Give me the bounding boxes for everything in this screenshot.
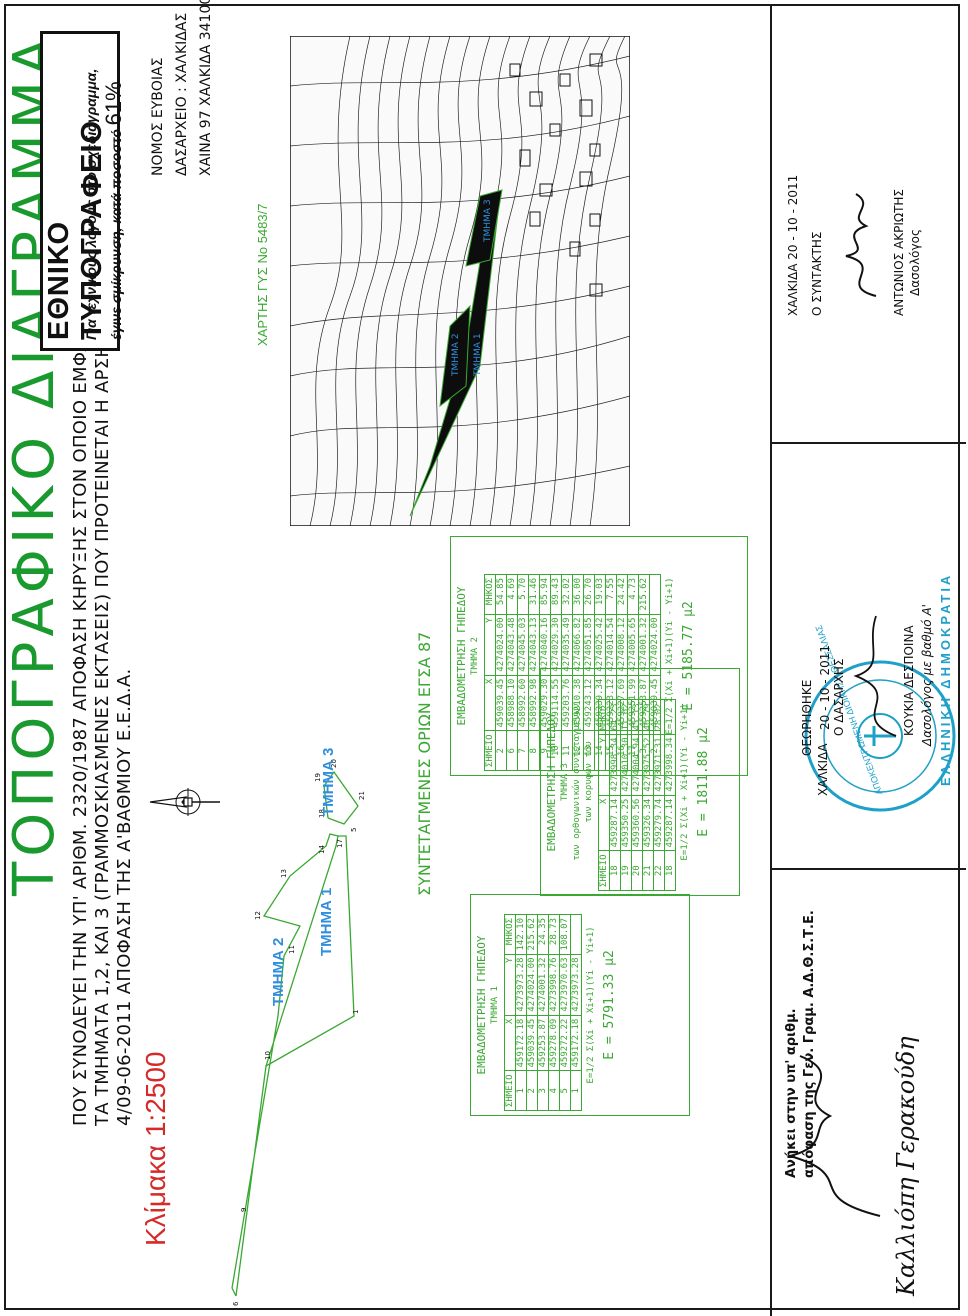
scale-label: Κλίμακα 1:2500	[140, 1051, 171, 1246]
point-label-17: 17	[336, 839, 344, 848]
table-2-area: E = 5185.77 μ2	[681, 601, 696, 711]
signature-left-icon	[786, 1055, 881, 1217]
point-label-12: 12	[254, 911, 262, 920]
point-label-6: 6	[232, 1301, 240, 1306]
signature-middle-icon	[853, 615, 897, 737]
printing-office-note-1: Για τεχνικούς λόγους στο σχεδιάγραμμα,	[83, 68, 99, 340]
printing-office-note-2: έγινε σμίκρυνση, κατά ποσοστό 61%	[101, 81, 127, 340]
approver-title: Δασολόγος με βαθμό Α'	[920, 604, 934, 746]
point-label-1: 1	[352, 1010, 360, 1014]
plot-outline: 6 7 9 10 11 12 13 14 17 5 1 18 19 20 21	[231, 759, 366, 1306]
map-caption: ΧΑΡΤΗΣ ΓΥΣ Νο 5483/7	[255, 203, 270, 346]
table-1-formula: E=1/2 Σ(Xi + Xi+1)(Yi - Yi+1)	[586, 926, 596, 1084]
point-label-11: 11	[288, 945, 296, 954]
point-label-20: 20	[330, 759, 338, 768]
table-2-formula: E=1/2 Σ(Xi + Xi+1)(Yi - Yi+1)	[665, 577, 675, 735]
tmima-2-label: ΤΜΗΜΑ 2	[270, 937, 287, 1006]
north-arrow-icon	[149, 788, 220, 816]
official-seal-icon	[804, 660, 956, 812]
location-nomos: ΝΟΜΟΣ ΕΥΒΟΙΑΣ	[150, 57, 166, 176]
point-label-14: 14	[318, 845, 326, 854]
map-label-tmima-2: ΤΜΗΜΑ 2	[451, 333, 461, 377]
author-title: Δασολόγος	[908, 229, 922, 296]
tmima-1-label: ΤΜΗΜΑ 1	[318, 887, 335, 956]
point-label-9: 9	[240, 1208, 248, 1212]
printing-office-note-2-text: έγινε σμίκρυνση, κατά ποσοστό	[108, 129, 124, 340]
approved-city: ΧΑΛΚΙΔΑ	[816, 743, 830, 796]
footer-divider-1	[772, 868, 966, 870]
footer-divider-2	[772, 442, 966, 444]
point-label-5: 5	[350, 828, 358, 832]
handwritten-name-left: Καλλιόπη Γερακούδη	[892, 1036, 920, 1296]
approved-date: 20 - 10 - 2011	[818, 645, 832, 730]
seal-outer-text: ΕΛΛΗΝΙΚΗ ΔΗΜΟΚΡΑΤΙΑ	[938, 572, 953, 786]
point-label-18: 18	[318, 809, 326, 818]
table-1-subtitle: ΤΜΗΜΑ 1	[490, 986, 500, 1024]
header-line-3: 4/09-06-2011 ΑΠΟΦΑΣΗ ΤΗΣ Α'ΒΑΘΜΙΟΥ Ε.Ε.Δ…	[114, 668, 135, 1126]
table-1-title: ΕΜΒΑΔΟΜΕΤΡΗΣΗ ΓΗΠΕΔΟΥ	[475, 935, 488, 1075]
author-role: Ο ΣΥΝΤΑΚΤΗΣ	[810, 231, 824, 317]
table-2-title: ΕΜΒΑΔΟΜΕΤΡΗΣΗ ΓΗΠΕΔΟΥ	[455, 586, 468, 726]
sheet-border	[4, 4, 960, 1310]
point-label-19: 19	[314, 773, 322, 782]
author-city-date: ΧΑΛΚΙΔΑ 20 - 10 - 2011	[786, 174, 800, 316]
coords-caption: ΣΥΝΤΕΤΑΓΜΕΝΕΣ ΟΡΙΩΝ ΕΓΣΑ 87	[415, 631, 434, 896]
national-printing-office-box: ΕΘΝΙΚΟ ΤΥΠΟΓΡΑΦΕΙΟ Για τεχνικούς λόγους …	[40, 31, 126, 351]
point-label-13: 13	[280, 869, 288, 878]
contour-map: ΤΜΗΜΑ 1 ΤΜΗΜΑ 2 ΤΜΗΜΑ 3	[290, 36, 630, 526]
location-address: ΧΑΙΝΑ 97 ΧΑΛΚΙΔΑ 34100	[198, 0, 214, 176]
printing-office-title: ΕΘΝΙΚΟ ΤΥΠΟΓΡΑΦΕΙΟ	[43, 119, 108, 340]
location-dasarxeio: ΔΑΣΑΡΧΕΙΟ : ΧΑΛΚΙΔΑΣ	[174, 12, 190, 176]
signature-right-icon	[845, 193, 877, 297]
tmima-3-label: ΤΜΗΜΑ 3	[320, 747, 337, 816]
table-2-subtitle: ΤΜΗΜΑ 2	[470, 637, 480, 675]
header-line-1: ΠΟΥ ΣΥΝΟΔΕΥΕΙ ΤΗΝ ΥΠ' ΑΡΙΘΜ. 2320/1987 Α…	[70, 249, 91, 1126]
table-1-area: E = 5791.33 μ2	[602, 950, 617, 1060]
approved-label: ΘΕΩΡΗΘΗΚΕ	[800, 679, 814, 756]
reduction-percent: 61%	[101, 81, 126, 126]
map-label-tmima-3: ΤΜΗΜΑ 3	[483, 199, 493, 243]
map-label-tmima-1: ΤΜΗΜΑ 1	[473, 333, 483, 377]
point-label-10: 10	[264, 1051, 272, 1060]
point-label-21: 21	[358, 791, 366, 800]
